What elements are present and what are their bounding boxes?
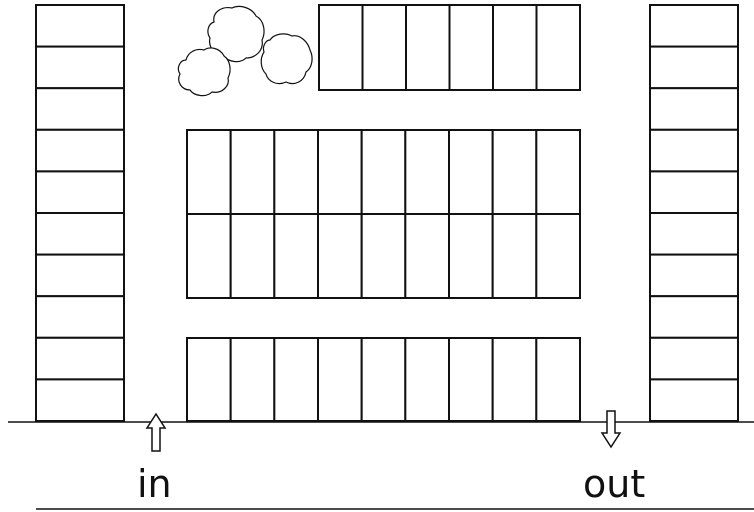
parking-stall [535, 337, 581, 422]
parking-stall [360, 213, 407, 299]
parking-stall [535, 4, 581, 91]
parking-stall [186, 129, 232, 215]
stall-row-left-column [35, 4, 125, 422]
entrance-label: in [137, 462, 172, 506]
parking-stall [35, 378, 125, 422]
parking-stall [35, 87, 125, 131]
parking-stall [317, 129, 363, 215]
parking-stall [318, 4, 364, 91]
parking-stall [35, 253, 125, 298]
parking-stall [649, 253, 739, 298]
stall-row-right-column [649, 4, 739, 422]
stall-row-center-lower-row [186, 213, 581, 299]
parking-stall [35, 295, 125, 339]
parking-stall [535, 213, 581, 299]
parking-stall [491, 213, 538, 299]
parking-stall [361, 4, 407, 91]
parking-stall [317, 337, 363, 422]
arrow-up-outline-icon [145, 412, 167, 452]
parking-stall [448, 4, 494, 91]
tree-2 [177, 47, 231, 97]
parking-stall [360, 337, 407, 422]
parking-stall [491, 129, 538, 215]
parking-stall [649, 128, 739, 173]
parking-stall [317, 213, 363, 299]
parking-stall [448, 337, 494, 422]
parking-stall [35, 128, 125, 173]
parking-stall [273, 337, 320, 422]
trees [177, 5, 313, 97]
parking-stall [404, 337, 451, 422]
parking-stall [35, 336, 125, 381]
parking-stall [273, 129, 320, 215]
parking-stall [649, 212, 739, 256]
parking-stall [448, 129, 494, 215]
parking-stall [649, 45, 739, 90]
parking-stall [649, 170, 739, 214]
parking-stall [649, 336, 739, 381]
parking-stall [229, 213, 276, 299]
exit-label: out [583, 462, 646, 506]
tree-3 [260, 33, 313, 85]
parking-stall [360, 129, 407, 215]
parking-stall [404, 129, 451, 215]
arrow-down-outline-icon [600, 410, 622, 449]
parking-stall [35, 4, 125, 48]
parking-stall [492, 4, 538, 91]
parking-stall [491, 337, 538, 422]
parking-stall [35, 45, 125, 90]
parking-stall [229, 129, 276, 215]
parking-stall [405, 4, 451, 91]
parking-stall [35, 170, 125, 214]
parking-stalls [35, 4, 739, 422]
tree-1 [207, 5, 265, 63]
parking-stall [35, 212, 125, 256]
parking-stall [649, 378, 739, 422]
stall-row-center-upper-row [186, 129, 581, 215]
stall-row-top-row [318, 4, 581, 91]
parking-stall [649, 295, 739, 339]
stall-row-bottom-row [186, 337, 581, 422]
parking-stall [649, 4, 739, 48]
parking-stall [448, 213, 494, 299]
parking-stall [229, 337, 276, 422]
parking-stall [404, 213, 451, 299]
parking-stall [186, 337, 232, 422]
parking-stall [186, 213, 232, 299]
parking-stall [273, 213, 320, 299]
parking-stall [649, 87, 739, 131]
parking-stall [535, 129, 581, 215]
